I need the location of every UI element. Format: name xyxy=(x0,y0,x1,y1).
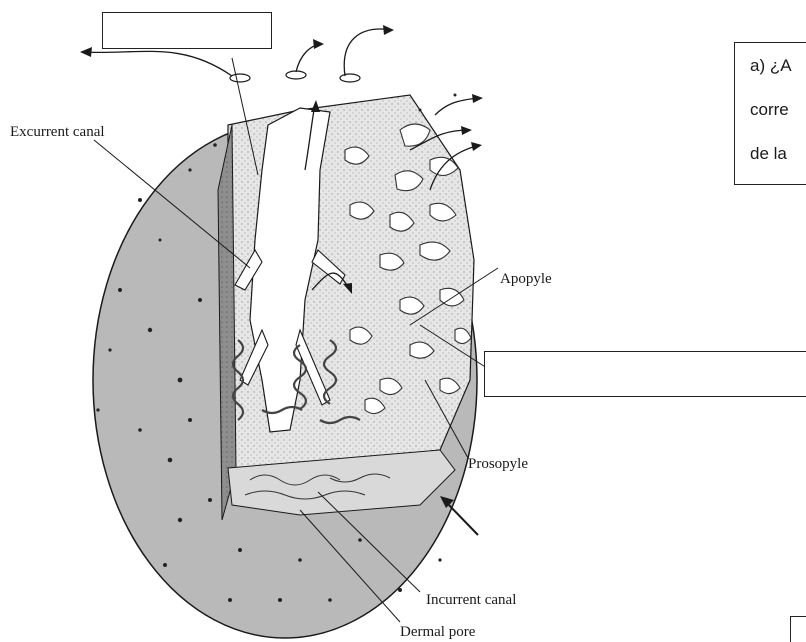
answer-box-bottom-right[interactable] xyxy=(790,616,806,642)
answer-box-top[interactable] xyxy=(102,12,272,49)
label-excurrent-canal: Excurrent canal xyxy=(10,124,105,140)
osculum-openings xyxy=(230,71,360,82)
question-line-1: a) ¿A xyxy=(750,56,792,76)
inflow-arrow xyxy=(446,502,478,535)
label-apopyle: Apopyle xyxy=(500,271,552,287)
answer-box-middle[interactable] xyxy=(484,351,806,397)
label-incurrent-canal: Incurrent canal xyxy=(426,592,516,608)
question-line-3: de la xyxy=(750,144,787,164)
label-dermal-pore: Dermal pore xyxy=(400,624,476,640)
label-prosopyle: Prosopyle xyxy=(468,456,528,472)
question-line-2: corre xyxy=(750,100,789,120)
